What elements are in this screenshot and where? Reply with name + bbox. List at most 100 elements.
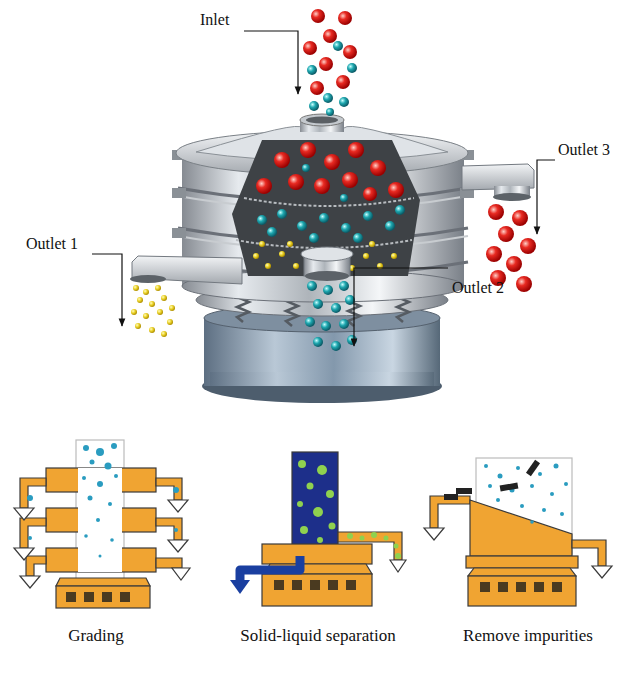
outlet-2-middlings — [339, 281, 349, 291]
grading-icon — [114, 474, 118, 478]
impurity-removal-icon — [520, 504, 524, 508]
outlet-1-fines — [143, 313, 149, 319]
grading-icon — [173, 487, 179, 493]
cutaway-interior — [259, 241, 265, 247]
impurity-removal-icon — [550, 492, 554, 496]
cutaway-interior — [342, 172, 358, 188]
screen-body — [172, 188, 186, 198]
impurity-removal-icon — [466, 556, 578, 568]
grading-icon — [156, 518, 182, 540]
solid-liquid-icon — [326, 490, 334, 498]
solid-liquid-icon — [313, 507, 323, 517]
solid-liquid-icon — [274, 580, 356, 590]
solid-liquid-icon — [390, 560, 406, 572]
solid-liquid-icon — [395, 553, 401, 559]
solid-liquid-icon — [347, 532, 401, 559]
grading-icon — [66, 592, 76, 602]
cutaway-interior — [297, 221, 307, 231]
impurity-removal-icon — [592, 566, 612, 578]
outlet-2-middlings — [331, 341, 341, 351]
cutaway-interior — [256, 178, 272, 194]
grading-icon — [14, 440, 190, 608]
cutaway-interior — [279, 251, 285, 257]
cutaway-interior — [309, 233, 319, 243]
grading-icon — [90, 460, 95, 465]
inlet-material-stream — [343, 45, 357, 59]
solid-liquid-icon — [292, 580, 302, 590]
cutaway-interior — [288, 174, 304, 190]
caption-label: Solid-liquid separation — [240, 626, 395, 646]
cutaway-interior — [353, 233, 363, 243]
cutaway-interior — [267, 227, 277, 237]
grading-icon — [83, 445, 89, 451]
grading-icon — [82, 476, 86, 480]
cutaway-interior — [340, 194, 348, 202]
impurity-removal-icon — [430, 496, 606, 606]
caption-label: Grading — [68, 626, 124, 646]
leader-lines — [92, 254, 122, 326]
cutaway-interior — [363, 253, 369, 259]
solid-liquid-icon — [329, 523, 336, 530]
outlet-1-fines — [161, 295, 167, 301]
cutaway-interior — [395, 205, 405, 215]
outlet-2-middlings — [331, 303, 341, 313]
solid-liquid-icon — [297, 501, 303, 507]
impurity-removal-icon — [468, 576, 576, 606]
impurity-removal-icon — [480, 582, 490, 592]
cutaway-interior — [274, 152, 290, 168]
cutaway-interior — [369, 241, 375, 247]
caption-label: Remove impurities — [463, 626, 593, 646]
cutaway-interior — [348, 142, 364, 158]
inlet-material-stream — [311, 9, 325, 23]
grading-icon — [78, 468, 122, 572]
grading-icon — [20, 576, 40, 588]
cutaway-interior — [256, 142, 404, 201]
callout-label: Outlet 1 — [26, 234, 78, 254]
outlet-1-fines — [155, 285, 161, 291]
cutaway-interior — [324, 154, 340, 170]
outlet-1-fines — [149, 327, 155, 333]
cutaway-interior — [302, 164, 310, 172]
outlet-2-middlings — [321, 321, 331, 331]
solid-liquid-icon — [384, 536, 389, 541]
impurity-removal-icon — [468, 568, 576, 576]
impurity-removal-icon — [564, 482, 568, 486]
impurity-removal-icon — [552, 582, 562, 592]
cutaway-interior — [232, 140, 420, 276]
outlet-3-oversize — [520, 238, 536, 254]
solid-liquid-icon — [346, 580, 356, 590]
callout-label: Outlet 2 — [452, 278, 504, 298]
impurity-removal-icon — [424, 458, 612, 606]
grading-icon — [156, 478, 182, 500]
outlet-3-oversize — [486, 204, 536, 292]
cutaway-interior — [287, 241, 293, 247]
outlet-3-oversize — [506, 256, 522, 272]
impurity-removal-icon — [484, 464, 568, 524]
grading-icon — [108, 502, 112, 506]
impurity-removal-icon — [516, 466, 520, 470]
grading-icon — [97, 481, 103, 487]
outlet-spouts — [130, 164, 534, 284]
grading-icon — [76, 440, 124, 590]
outlet-1-fines — [169, 305, 175, 311]
outlet-1-fines — [161, 331, 167, 337]
impurity-removal-icon — [430, 496, 470, 528]
solid-liquid-icon — [317, 537, 323, 543]
impurity-removal-icon — [534, 582, 544, 592]
grading-icon — [168, 500, 188, 512]
grading-icon — [174, 528, 178, 532]
outlet-1-fines — [137, 297, 143, 303]
outlet-3-oversize — [498, 226, 514, 242]
impurity-removal-icon — [470, 500, 572, 556]
machine-lid — [306, 117, 338, 124]
machine-base — [196, 284, 448, 403]
solid-liquid-icon — [371, 532, 377, 538]
inlet-material-stream — [336, 75, 350, 89]
grading-icon — [14, 508, 34, 520]
outlet-1-fines — [149, 301, 155, 307]
grading-icon — [20, 518, 46, 548]
inlet-material-stream — [307, 41, 357, 116]
cutaway-interior — [363, 187, 377, 201]
solid-liquid-icon — [360, 536, 365, 541]
